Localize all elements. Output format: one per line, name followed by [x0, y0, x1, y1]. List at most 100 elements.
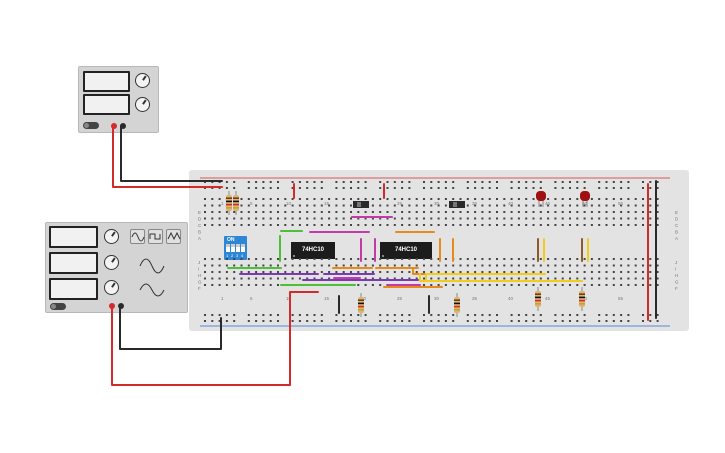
terminal-hole[interactable]: [364, 284, 367, 286]
power-rail-hole[interactable]: [605, 187, 608, 189]
wire[interactable]: [119, 305, 222, 350]
terminal-hole[interactable]: [255, 204, 258, 207]
terminal-hole[interactable]: [393, 264, 396, 267]
terminal-hole[interactable]: [459, 211, 462, 213]
terminal-hole[interactable]: [306, 258, 309, 260]
power-rail-hole[interactable]: [576, 181, 579, 183]
terminal-hole[interactable]: [605, 277, 608, 280]
terminal-hole[interactable]: [269, 271, 272, 273]
power-rail-hole[interactable]: [496, 187, 498, 189]
terminal-hole[interactable]: [240, 204, 243, 207]
terminal-hole[interactable]: [415, 198, 418, 200]
power-rail-hole[interactable]: [554, 314, 557, 316]
terminal-hole[interactable]: [430, 264, 433, 267]
terminal-hole[interactable]: [481, 224, 484, 226]
power-rail-hole[interactable]: [379, 187, 382, 189]
terminal-hole[interactable]: [386, 277, 389, 280]
terminal-hole[interactable]: [532, 277, 535, 280]
terminal-hole[interactable]: [335, 211, 338, 213]
power-rail-hole[interactable]: [342, 314, 345, 316]
slide-switch-knob[interactable]: [453, 202, 457, 207]
terminal-hole[interactable]: [204, 258, 206, 260]
power-rail-hole[interactable]: [488, 320, 491, 322]
terminal-hole[interactable]: [218, 277, 221, 280]
terminal-hole[interactable]: [634, 277, 637, 280]
terminal-hole[interactable]: [430, 258, 433, 260]
terminal-hole[interactable]: [642, 258, 644, 260]
power-rail-hole[interactable]: [532, 181, 535, 183]
terminal-hole[interactable]: [408, 271, 411, 273]
terminal-hole[interactable]: [306, 271, 309, 273]
terminal-hole[interactable]: [496, 217, 498, 220]
terminal-hole[interactable]: [211, 277, 214, 280]
terminal-hole[interactable]: [269, 217, 272, 220]
power-rail-hole[interactable]: [539, 187, 542, 189]
terminal-hole[interactable]: [569, 217, 571, 220]
terminal-hole[interactable]: [612, 258, 615, 260]
terminal-hole[interactable]: [269, 264, 272, 267]
terminal-hole[interactable]: [605, 284, 608, 286]
terminal-hole[interactable]: [233, 258, 236, 260]
terminal-hole[interactable]: [225, 258, 228, 260]
power-rail-hole[interactable]: [517, 181, 520, 183]
terminal-hole[interactable]: [211, 204, 214, 207]
terminal-hole[interactable]: [554, 224, 557, 226]
power-rail-hole[interactable]: [269, 187, 272, 189]
terminal-hole[interactable]: [452, 217, 455, 220]
terminal-hole[interactable]: [393, 271, 396, 273]
terminal-hole[interactable]: [444, 211, 447, 213]
terminal-hole[interactable]: [401, 224, 404, 226]
terminal-hole[interactable]: [423, 204, 425, 207]
terminal-hole[interactable]: [627, 198, 630, 200]
power-rail-hole[interactable]: [423, 314, 425, 316]
terminal-hole[interactable]: [656, 211, 659, 213]
terminal-hole[interactable]: [379, 258, 382, 260]
power-rail-hole[interactable]: [408, 314, 411, 316]
terminal-hole[interactable]: [488, 271, 491, 273]
terminal-hole[interactable]: [547, 284, 550, 286]
terminal-hole[interactable]: [233, 217, 236, 220]
terminal-hole[interactable]: [320, 211, 323, 213]
terminal-hole[interactable]: [342, 258, 345, 260]
terminal-hole[interactable]: [561, 271, 564, 273]
terminal-hole[interactable]: [642, 271, 644, 273]
terminal-hole[interactable]: [561, 204, 564, 207]
terminal-hole[interactable]: [247, 271, 250, 273]
terminal-hole[interactable]: [386, 211, 389, 213]
terminal-hole[interactable]: [642, 198, 644, 200]
terminal-hole[interactable]: [576, 204, 579, 207]
terminal-hole[interactable]: [488, 211, 491, 213]
power-rail-hole[interactable]: [277, 187, 279, 189]
terminal-hole[interactable]: [262, 264, 265, 267]
power-rail-hole[interactable]: [612, 314, 615, 316]
terminal-hole[interactable]: [583, 264, 586, 267]
power-rail-hole[interactable]: [298, 320, 301, 322]
terminal-hole[interactable]: [620, 198, 623, 200]
terminal-hole[interactable]: [459, 217, 462, 220]
power-rail-hole[interactable]: [335, 181, 338, 183]
terminal-hole[interactable]: [335, 271, 338, 273]
terminal-hole[interactable]: [225, 217, 228, 220]
terminal-hole[interactable]: [386, 224, 389, 226]
terminal-hole[interactable]: [401, 264, 404, 267]
power-rail-hole[interactable]: [620, 314, 623, 316]
terminal-hole[interactable]: [583, 224, 586, 226]
terminal-hole[interactable]: [656, 204, 659, 207]
power-rail-hole[interactable]: [262, 181, 265, 183]
power-rail-hole[interactable]: [496, 181, 498, 183]
terminal-hole[interactable]: [284, 198, 287, 200]
terminal-hole[interactable]: [634, 224, 637, 226]
power-rail-hole[interactable]: [255, 181, 258, 183]
terminal-hole[interactable]: [569, 258, 571, 260]
power-rail-hole[interactable]: [561, 320, 564, 322]
power-rail-hole[interactable]: [642, 187, 644, 189]
terminal-hole[interactable]: [393, 198, 396, 200]
terminal-hole[interactable]: [291, 204, 294, 207]
terminal-hole[interactable]: [379, 277, 382, 280]
power-rail-hole[interactable]: [408, 187, 411, 189]
terminal-hole[interactable]: [269, 277, 272, 280]
terminal-hole[interactable]: [211, 258, 214, 260]
power-rail-hole[interactable]: [627, 320, 630, 322]
power-rail-hole[interactable]: [335, 320, 338, 322]
power-rail-hole[interactable]: [291, 314, 294, 316]
